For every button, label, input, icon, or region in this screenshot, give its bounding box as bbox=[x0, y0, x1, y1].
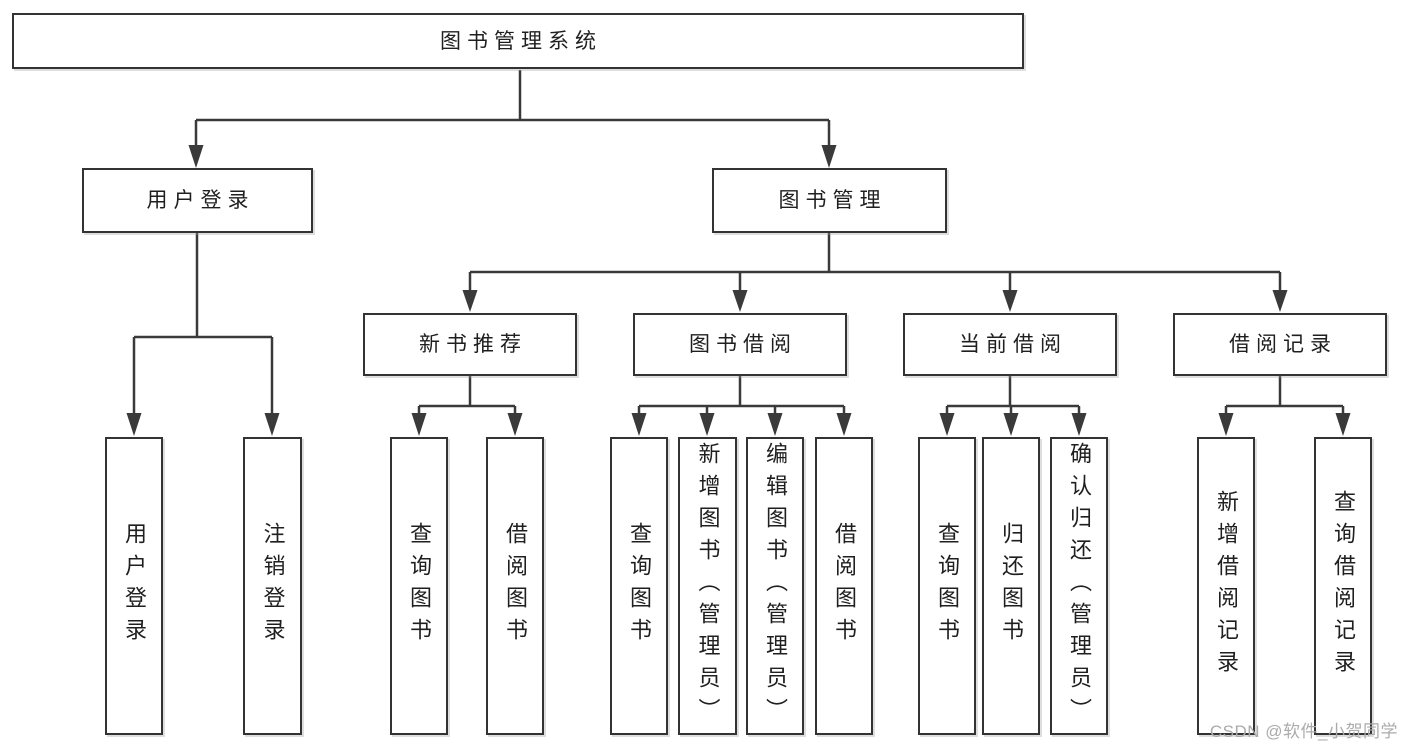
node-label: 新增图书（管理员） bbox=[695, 442, 721, 730]
node-label: 用户登录 bbox=[122, 522, 147, 650]
node-book-management: 图书管理 bbox=[712, 168, 947, 233]
node-label: 查询图书 bbox=[627, 522, 652, 650]
node-label: 编辑图书（管理员） bbox=[763, 442, 788, 730]
node-label: 确认归还（管理员） bbox=[1067, 442, 1092, 730]
node-current-borrowing: 当前借阅 bbox=[903, 313, 1117, 376]
node-book-borrowing: 图书借阅 bbox=[633, 313, 847, 376]
node-label: 图书借阅 bbox=[689, 333, 797, 356]
node-label: 图书管理 bbox=[778, 189, 887, 212]
node-label: 归还图书 bbox=[999, 522, 1024, 650]
node-new-book-recommendation: 新书推荐 bbox=[363, 313, 577, 376]
leaf-add-borrow-record: 新增借阅记录 bbox=[1197, 437, 1255, 735]
node-label: 查询借阅记录 bbox=[1331, 490, 1356, 682]
leaf-confirm-return-admin: 确认归还（管理员） bbox=[1050, 437, 1108, 735]
leaf-borrow-books-borrowing: 借阅图书 bbox=[815, 437, 873, 735]
node-label: 借阅图书 bbox=[832, 522, 857, 650]
leaf-query-books-current: 查询图书 bbox=[918, 437, 976, 735]
node-label: 查询图书 bbox=[935, 522, 960, 650]
node-label: 查询图书 bbox=[407, 522, 432, 650]
csdn-watermark: CSDN @软件_小贺同学 bbox=[1209, 722, 1398, 741]
leaf-query-borrow-record: 查询借阅记录 bbox=[1314, 437, 1372, 735]
node-label: 借阅记录 bbox=[1229, 333, 1337, 356]
node-borrowing-records: 借阅记录 bbox=[1173, 313, 1387, 376]
node-label: 新书推荐 bbox=[419, 333, 527, 356]
node-root-library-management-system: 图书管理系统 bbox=[12, 13, 1024, 69]
node-label: 新增借阅记录 bbox=[1214, 490, 1239, 682]
node-label: 当前借阅 bbox=[959, 333, 1067, 356]
leaf-borrow-books-recommend: 借阅图书 bbox=[486, 437, 544, 735]
node-user-login: 用户登录 bbox=[82, 168, 313, 233]
node-label: 用户登录 bbox=[146, 189, 255, 212]
node-label: 注销登录 bbox=[260, 522, 286, 650]
leaf-query-books-recommend: 查询图书 bbox=[390, 437, 448, 735]
node-label: 借阅图书 bbox=[503, 522, 528, 650]
leaf-return-books: 归还图书 bbox=[982, 437, 1040, 735]
node-label: 图书管理系统 bbox=[440, 29, 602, 53]
leaf-add-book-admin: 新增图书（管理员） bbox=[678, 437, 737, 735]
leaf-logout: 注销登录 bbox=[243, 437, 302, 735]
leaf-edit-book-admin: 编辑图书（管理员） bbox=[746, 437, 804, 735]
leaf-user-login: 用户登录 bbox=[105, 437, 163, 735]
leaf-query-books-borrowing: 查询图书 bbox=[610, 437, 668, 735]
